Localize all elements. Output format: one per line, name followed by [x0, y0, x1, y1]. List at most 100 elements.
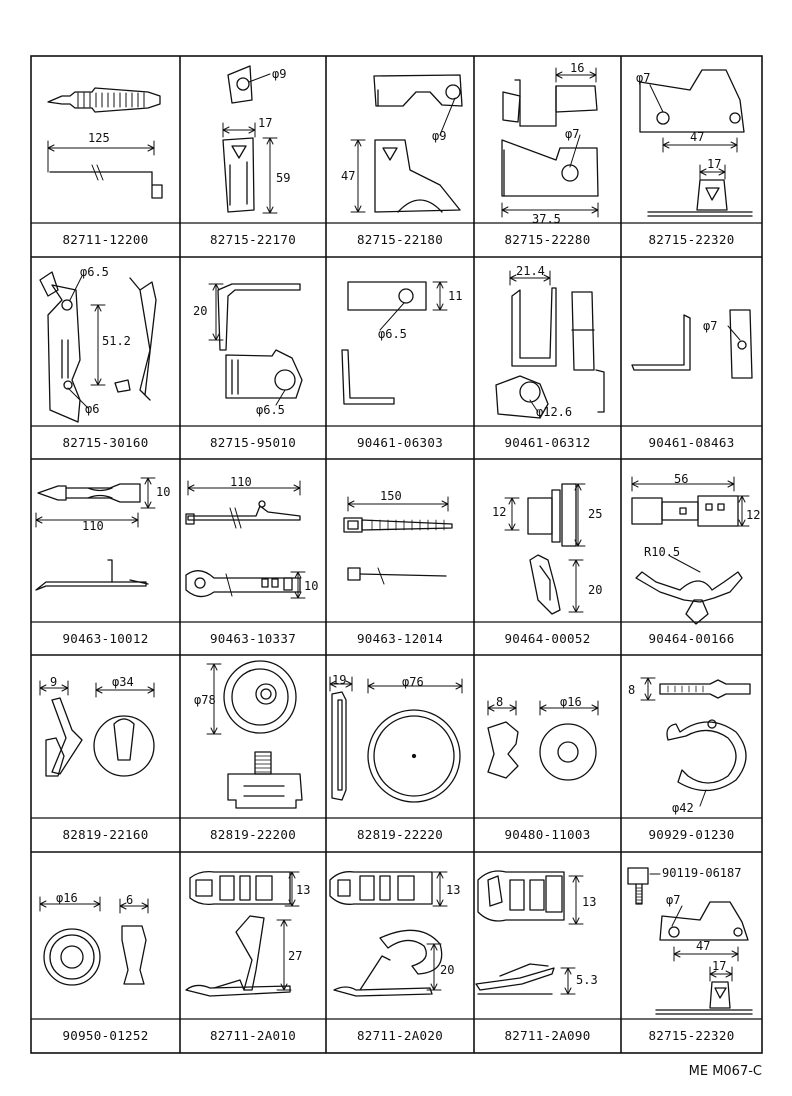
part-number: 82715-22320	[648, 232, 735, 247]
part-number: 90461-06303	[356, 435, 444, 450]
dimension-label: 51.2	[102, 334, 131, 348]
part-cell: 82715-95010	[180, 257, 326, 459]
part-cell: 90464-00052	[474, 459, 621, 655]
dimension-label: 27	[288, 949, 302, 963]
part-cell: 82715-22170	[180, 56, 326, 257]
dimension-label: φ16	[560, 695, 582, 709]
parts-grid: 82711-12200 82715-22170 82715-22180 82715-2…	[31, 56, 762, 1053]
dimension-label: 17	[707, 157, 721, 171]
dimension-label: 47	[690, 130, 704, 144]
part-cell: 90461-06312	[474, 257, 621, 459]
dimension-label: φ7	[703, 319, 717, 333]
part-number: 90950-01252	[62, 1028, 149, 1043]
part-cell: 82711-12200	[31, 56, 180, 257]
part-number: 90463-10337	[209, 631, 297, 646]
part-number: 90464-00052	[504, 631, 591, 646]
dimension-label: 8	[496, 695, 503, 709]
part-cell: 82711-2A010	[180, 852, 326, 1053]
dimension-label: φ7	[636, 71, 650, 85]
outer-border	[30, 55, 763, 1054]
part-cell: 82715-22320	[621, 56, 762, 257]
part-cell: 82715-22180	[326, 56, 474, 257]
part-cell: 90929-01230	[621, 655, 762, 852]
part-cell: 90461-06303	[326, 257, 474, 459]
dimension-label: 17	[712, 959, 726, 973]
part-number: 90464-00166	[648, 631, 735, 646]
part-cell: 82715-22280	[474, 56, 621, 257]
part-number: 82819-22160	[62, 827, 149, 842]
dimension-label: φ6	[85, 402, 99, 416]
dimension-label: 13	[296, 883, 310, 897]
dimension-label: 12	[746, 508, 760, 522]
dimension-label: φ78	[194, 693, 216, 707]
dimension-label: φ42	[672, 801, 694, 815]
dimension-label: 125	[88, 131, 110, 145]
part-number: 90480-11003	[504, 827, 591, 842]
dimension-label: φ7	[666, 893, 680, 907]
dimension-label: 11	[448, 289, 462, 303]
reference-code: ME M067-C	[688, 1064, 762, 1079]
dimension-label: 9	[50, 675, 57, 689]
dimension-labels: 125φ91759φ94716φ737.5φ74717φ6.551.2φ620φ…	[50, 61, 760, 987]
dimension-label: 20	[588, 583, 602, 597]
grid-lines	[30, 55, 763, 1054]
dimension-label: 13	[582, 895, 596, 909]
part-cell: 82819-22220	[326, 655, 474, 852]
part-number: 82711-2A020	[356, 1028, 444, 1043]
part-cell: 90950-01252	[31, 852, 180, 1053]
dimension-label: φ16	[56, 891, 78, 905]
dimension-label: φ9	[272, 67, 286, 81]
dimension-label: 90119-06187	[662, 866, 741, 880]
part-cell: 82711-2A090	[474, 852, 621, 1053]
part-number: 82715-22170	[209, 232, 297, 247]
part-cell: 82819-22160	[31, 655, 180, 852]
dimension-label: 110	[82, 519, 104, 533]
part-number: 90461-06312	[504, 435, 591, 450]
part-number: 82711-12200	[62, 232, 149, 247]
dimension-label: 20	[193, 304, 207, 318]
part-cell: 90463-10012	[31, 459, 180, 655]
part-number: 82715-30160	[62, 435, 149, 450]
dimension-label: φ7	[565, 127, 579, 141]
part-cell: 90480-11003	[474, 655, 621, 852]
dimension-label: φ6.5	[80, 265, 109, 279]
part-number: 90463-12014	[356, 631, 444, 646]
dimension-label: 6	[126, 893, 133, 907]
dimension-label: 47	[341, 169, 355, 183]
part-cell: 82819-22200	[180, 655, 326, 852]
dimension-label: 25	[588, 507, 602, 521]
dimension-label: 10	[304, 579, 318, 593]
dimension-label: φ34	[112, 675, 134, 689]
part-number: 82711-2A090	[504, 1028, 591, 1043]
dimension-label: 110	[230, 475, 252, 489]
dimension-label: 5.3	[576, 973, 598, 987]
dimension-label: φ12.6	[536, 405, 572, 419]
part-number: 82715-22280	[504, 232, 591, 247]
part-cell: 82715-30160	[31, 257, 180, 459]
dimension-label: 21.4	[516, 264, 545, 278]
part-drawings	[35, 65, 753, 1015]
dimension-label: 59	[276, 171, 290, 185]
part-number: 82715-95010	[209, 435, 297, 450]
part-cell: 90461-08463	[621, 257, 762, 459]
part-number: 90461-08463	[648, 435, 735, 450]
part-number: 82715-22180	[356, 232, 444, 247]
part-cell: 90464-00166	[621, 459, 762, 655]
part-number: 82715-22320	[648, 1028, 735, 1043]
part-cell: 82711-2A020	[326, 852, 474, 1053]
dimension-label: φ9	[432, 129, 446, 143]
part-number: 82711-2A010	[209, 1028, 297, 1043]
dimension-label: 20	[440, 963, 454, 977]
dimension-label: 150	[380, 489, 402, 503]
dimension-label: 10	[156, 485, 170, 499]
dimension-label: φ6.5	[378, 327, 407, 341]
dimension-label: 19	[332, 673, 346, 687]
part-number: 90929-01230	[648, 827, 735, 842]
part-cell: 90463-10337	[180, 459, 326, 655]
part-number: 82819-22220	[356, 827, 444, 842]
part-number: 82819-22200	[209, 827, 297, 842]
dimension-label: 37.5	[532, 212, 561, 226]
dimension-label: 47	[696, 939, 710, 953]
dimension-label: φ6.5	[256, 403, 285, 417]
